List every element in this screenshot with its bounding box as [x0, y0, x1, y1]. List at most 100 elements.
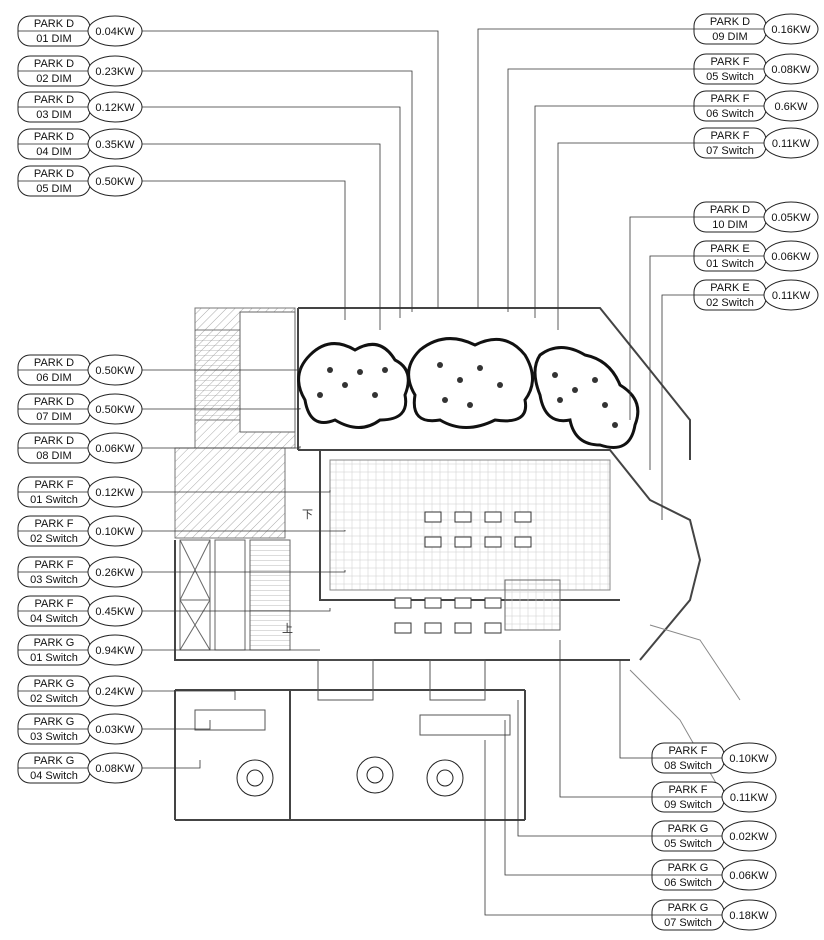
tag-load-ellipse — [87, 515, 143, 547]
tag-load-value: 0.08KW — [95, 763, 135, 775]
leader-left-11 — [142, 608, 331, 612]
tag-load-value: 0.06KW — [771, 251, 811, 263]
tag-load-value: 0.06KW — [95, 443, 135, 455]
tag-park-label: PARK E — [710, 243, 750, 255]
leader-right-top-3 — [557, 142, 694, 330]
tag-load-value: 0.04KW — [95, 26, 135, 38]
leader-left-15 — [142, 760, 201, 769]
tag-circuit-label: 06 DIM — [36, 372, 71, 384]
leader-left-1 — [142, 70, 413, 312]
tag-load-ellipse — [721, 781, 777, 813]
tag-load-ellipse — [87, 354, 143, 386]
tag-circuit-label: 06 Switch — [664, 877, 712, 889]
tag-load-ellipse — [87, 713, 143, 745]
tag-load-ellipse — [87, 634, 143, 666]
tag-park-label: PARK D — [34, 435, 74, 447]
tag-load-ellipse — [87, 91, 143, 123]
tag-circuit-label: 03 Switch — [30, 574, 78, 586]
tag-load-ellipse — [763, 53, 819, 85]
tag-park-label: PARK F — [711, 56, 750, 68]
tag-park-label: PARK F — [35, 598, 74, 610]
tag-park-label: PARK D — [34, 131, 74, 143]
tag-circuit-label: 06 Switch — [706, 108, 754, 120]
tag-circuit-label: 10 DIM — [712, 219, 747, 231]
tag-circuit-label: 05 Switch — [664, 838, 712, 850]
tag-park-label: PARK F — [35, 479, 74, 491]
tag-load-ellipse — [721, 742, 777, 774]
tag-circuit-label: 04 Switch — [30, 613, 78, 625]
fixture-dots — [317, 362, 618, 428]
tag-park-label: PARK E — [710, 282, 750, 294]
leader-left-9 — [142, 530, 346, 532]
tag-load-value: 0.50KW — [95, 404, 135, 416]
tag-load-value: 0.94KW — [95, 645, 135, 657]
core-rooms — [179, 539, 291, 651]
tag-load-value: 0.08KW — [771, 64, 811, 76]
tag-load-value: 0.16KW — [771, 24, 811, 36]
tag-circuit-label: 01 Switch — [706, 258, 754, 270]
tag-load-ellipse — [763, 90, 819, 122]
hatched-structure — [174, 307, 296, 539]
leader-right-bottom-1 — [559, 640, 652, 798]
leader-left-2 — [142, 106, 401, 318]
tag-load-value: 0.10KW — [729, 753, 769, 765]
tag-load-ellipse — [87, 556, 143, 588]
tag-circuit-label: 08 Switch — [664, 760, 712, 772]
tag-circuit-label: 09 Switch — [664, 799, 712, 811]
stair-up-mark: 上 — [282, 622, 293, 635]
leader-right-top-0 — [477, 28, 694, 308]
tag-load-value: 0.10KW — [95, 526, 135, 538]
tag-park-label: PARK G — [668, 902, 709, 914]
tag-park-label: PARK F — [35, 518, 74, 530]
tag-load-ellipse — [721, 859, 777, 891]
leader-left-5 — [142, 368, 301, 371]
tag-park-label: PARK F — [711, 130, 750, 142]
circuit-tag-left-10: PARK F 03 Switch 0.26KW — [17, 556, 143, 588]
tag-circuit-label: 01 DIM — [36, 33, 71, 45]
leader-right-top-4 — [629, 216, 694, 420]
tag-load-ellipse — [763, 127, 819, 159]
leader-right-top-1 — [507, 68, 694, 312]
tag-circuit-label: 07 DIM — [36, 411, 71, 423]
tables — [394, 511, 532, 634]
tag-circuit-label: 07 Switch — [664, 917, 712, 929]
leader-left-13 — [142, 690, 236, 700]
tag-park-label: PARK F — [35, 559, 74, 571]
tag-load-ellipse — [87, 595, 143, 627]
tag-park-label: PARK G — [34, 637, 75, 649]
tag-load-ellipse — [87, 432, 143, 464]
leader-right-top-5 — [649, 255, 694, 470]
tag-load-value: 0.02KW — [729, 831, 769, 843]
tag-load-ellipse — [763, 240, 819, 272]
tag-park-label: PARK D — [710, 204, 750, 216]
tag-park-label: PARK D — [34, 58, 74, 70]
tag-circuit-label: 02 Switch — [706, 297, 754, 309]
tag-load-ellipse — [87, 675, 143, 707]
tag-park-label: PARK G — [34, 716, 75, 728]
leader-right-bottom-0 — [619, 660, 652, 759]
tag-load-ellipse — [87, 55, 143, 87]
tag-load-value: 0.11KW — [772, 290, 811, 302]
tag-load-value: 0.26KW — [95, 567, 135, 579]
tag-circuit-label: 02 Switch — [30, 693, 78, 705]
hall-floor-grid — [329, 459, 611, 591]
